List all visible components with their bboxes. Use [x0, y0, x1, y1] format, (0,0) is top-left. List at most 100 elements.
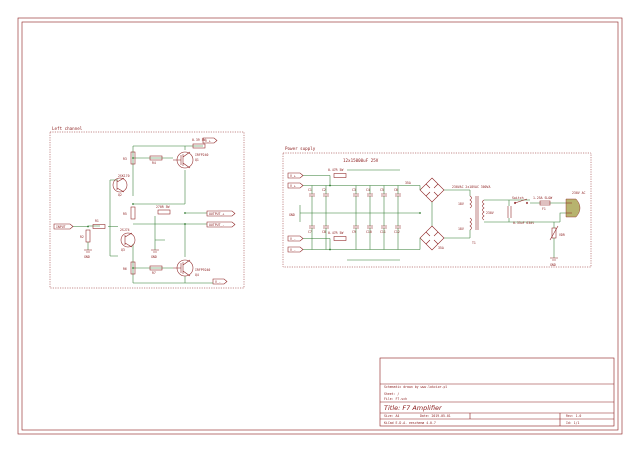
ps-vpos-label-2: V_+: [287, 182, 304, 189]
sheet-outer-border: [17, 17, 623, 435]
ground-symbol-left: GND: [84, 242, 92, 259]
svg-text:R5: R5: [123, 212, 127, 216]
svg-text:270R 5W: 270R 5W: [156, 205, 170, 209]
capacitor-label: C1: [308, 188, 312, 192]
resistor-r2: R2: [80, 229, 91, 243]
resistor-r3: R3: [123, 151, 136, 165]
capacitor: C11: [380, 213, 387, 250]
power-supply-frame: [282, 152, 592, 268]
title-rev: Rev: 1.0: [566, 414, 581, 418]
ground-symbol-ps-left: GND: [289, 205, 301, 222]
ps-resistor-top: 0.47R 5W: [328, 168, 347, 178]
capacitor: C8: [322, 213, 329, 250]
left-channel-frame: [49, 131, 245, 289]
svg-text:230VAC 2x18VAC 300VA: 230VAC 2x18VAC 300VA: [452, 185, 490, 189]
svg-text:1.25A SLOW: 1.25A SLOW: [533, 196, 552, 200]
svg-text:OUTPUT_-: OUTPUT_-: [209, 223, 224, 227]
resistor-top-source: 0.39 5W: [192, 138, 206, 149]
svg-text:0.33uF 630V: 0.33uF 630V: [513, 221, 534, 225]
capacitor-label: C8: [322, 230, 326, 234]
svg-text:Q1: Q1: [195, 158, 199, 162]
capacitor-label: C2: [322, 188, 326, 192]
capacitor: C2: [322, 185, 329, 213]
svg-text:Q3: Q3: [121, 248, 125, 252]
power-supply-title: Power supply: [285, 146, 316, 151]
svg-text:0.47R 5W: 0.47R 5W: [328, 168, 343, 172]
svg-text:0.39 5W: 0.39 5W: [192, 138, 206, 142]
capacitor-label: C10: [366, 230, 372, 234]
cap-bank-label: 12x15000uF 25V: [343, 158, 379, 163]
svg-text:T1: T1: [472, 241, 476, 245]
svg-text:Q4: Q4: [195, 273, 199, 277]
x2-capacitor: 0.33uF 630V: [500, 199, 534, 225]
capacitor: C6: [394, 185, 401, 213]
svg-text:V_+: V_+: [290, 174, 296, 178]
title-kicad: KiCad E.D.A. eeschema 4.0.7: [384, 421, 436, 425]
svg-text:R6: R6: [123, 267, 127, 271]
capacitor: C1: [308, 185, 315, 213]
ground-symbol-mid: GND: [151, 240, 159, 259]
svg-text:18V: 18V: [458, 202, 464, 206]
ps-resistor-bot: 0.47R 5W: [328, 231, 347, 241]
mains-connector: 230V AC: [565, 191, 586, 218]
resistor-r4: R4: [149, 155, 163, 165]
svg-text:R4: R4: [152, 161, 156, 165]
supply-pos-label: V_+: [202, 137, 218, 144]
title-text: Title: F7 Amplifier: [384, 404, 443, 412]
svg-text:2SJ74: 2SJ74: [120, 228, 130, 232]
title-block: Schematic drawn by www.lokcior.pl Sheet:…: [379, 357, 615, 427]
capacitor: C10: [366, 213, 373, 250]
svg-text:V_+: V_+: [290, 184, 296, 188]
title-id: Id: 1/1: [566, 421, 580, 425]
svg-text:INPUT: INPUT: [56, 225, 66, 229]
output-plus-label: OUTPUT_+: [206, 210, 236, 217]
capacitor-label: C12: [394, 230, 400, 234]
bridge-rectifier-top: 35A: [405, 177, 445, 203]
resistor-r6: R6: [123, 261, 136, 275]
svg-text:GND: GND: [84, 255, 90, 259]
input-label: INPUT: [53, 223, 74, 230]
svg-text:Switch: Switch: [512, 196, 524, 200]
svg-text:R3: R3: [123, 157, 127, 161]
bridge-rectifier-bot: 35A: [419, 225, 445, 251]
ps-vneg-label-2: V_-: [287, 246, 304, 253]
title-date: Date: 2019-05-01: [420, 414, 451, 418]
supply-neg-label: V_-: [212, 278, 228, 285]
output-minus-label: OUTPUT_-: [206, 221, 236, 228]
ps-vpos-label-1: V_+: [287, 172, 304, 179]
title-file: File: F7.sch: [384, 397, 407, 401]
capacitor: C9: [352, 213, 359, 250]
svg-text:GND: GND: [550, 263, 556, 267]
svg-text:R1: R1: [95, 219, 99, 223]
capacitor-label: C9: [352, 230, 356, 234]
capacitor-label: C6: [394, 188, 398, 192]
left-channel-title: Left channel: [52, 126, 83, 131]
title-size: Size: A4: [384, 414, 399, 418]
jfet-q2: 2SK170 Q2: [112, 174, 130, 197]
capacitor-label: C7: [308, 230, 312, 234]
svg-text:V_-: V_-: [215, 280, 221, 284]
svg-text:V_-: V_-: [290, 248, 296, 252]
title-drawn-by: Schematic drawn by www.lokcior.pl: [384, 385, 447, 389]
left-channel-block: Left channel V_+ V_- INPUT OUTPUT_+: [49, 126, 245, 289]
svg-text:35A: 35A: [405, 181, 411, 185]
power-supply-block: Power supply 12x15000uF 25V V_+ V_+ V_- …: [282, 146, 592, 268]
svg-text:OUTPUT_+: OUTPUT_+: [209, 212, 224, 216]
transformer-t1: 230VAC 2x18VAC 300VA 18V 18V 230V T1: [452, 185, 494, 245]
resistor-r1: R1: [92, 219, 106, 229]
capacitor: C5: [380, 185, 387, 213]
svg-text:F1: F1: [542, 207, 546, 211]
svg-text:35A: 35A: [438, 246, 444, 250]
sheet-inner-border: [21, 21, 619, 431]
capacitor: C7: [308, 213, 315, 250]
title-block-frame: [379, 357, 615, 427]
svg-text:R2: R2: [80, 235, 84, 239]
svg-text:R7: R7: [152, 271, 156, 275]
capacitor: C12: [394, 213, 401, 250]
svg-text:IRFP240: IRFP240: [195, 153, 209, 157]
svg-text:V_+: V_+: [205, 139, 211, 143]
capacitor: C4: [366, 185, 373, 213]
mosfet-q1: IRFP240 Q1: [173, 151, 209, 169]
